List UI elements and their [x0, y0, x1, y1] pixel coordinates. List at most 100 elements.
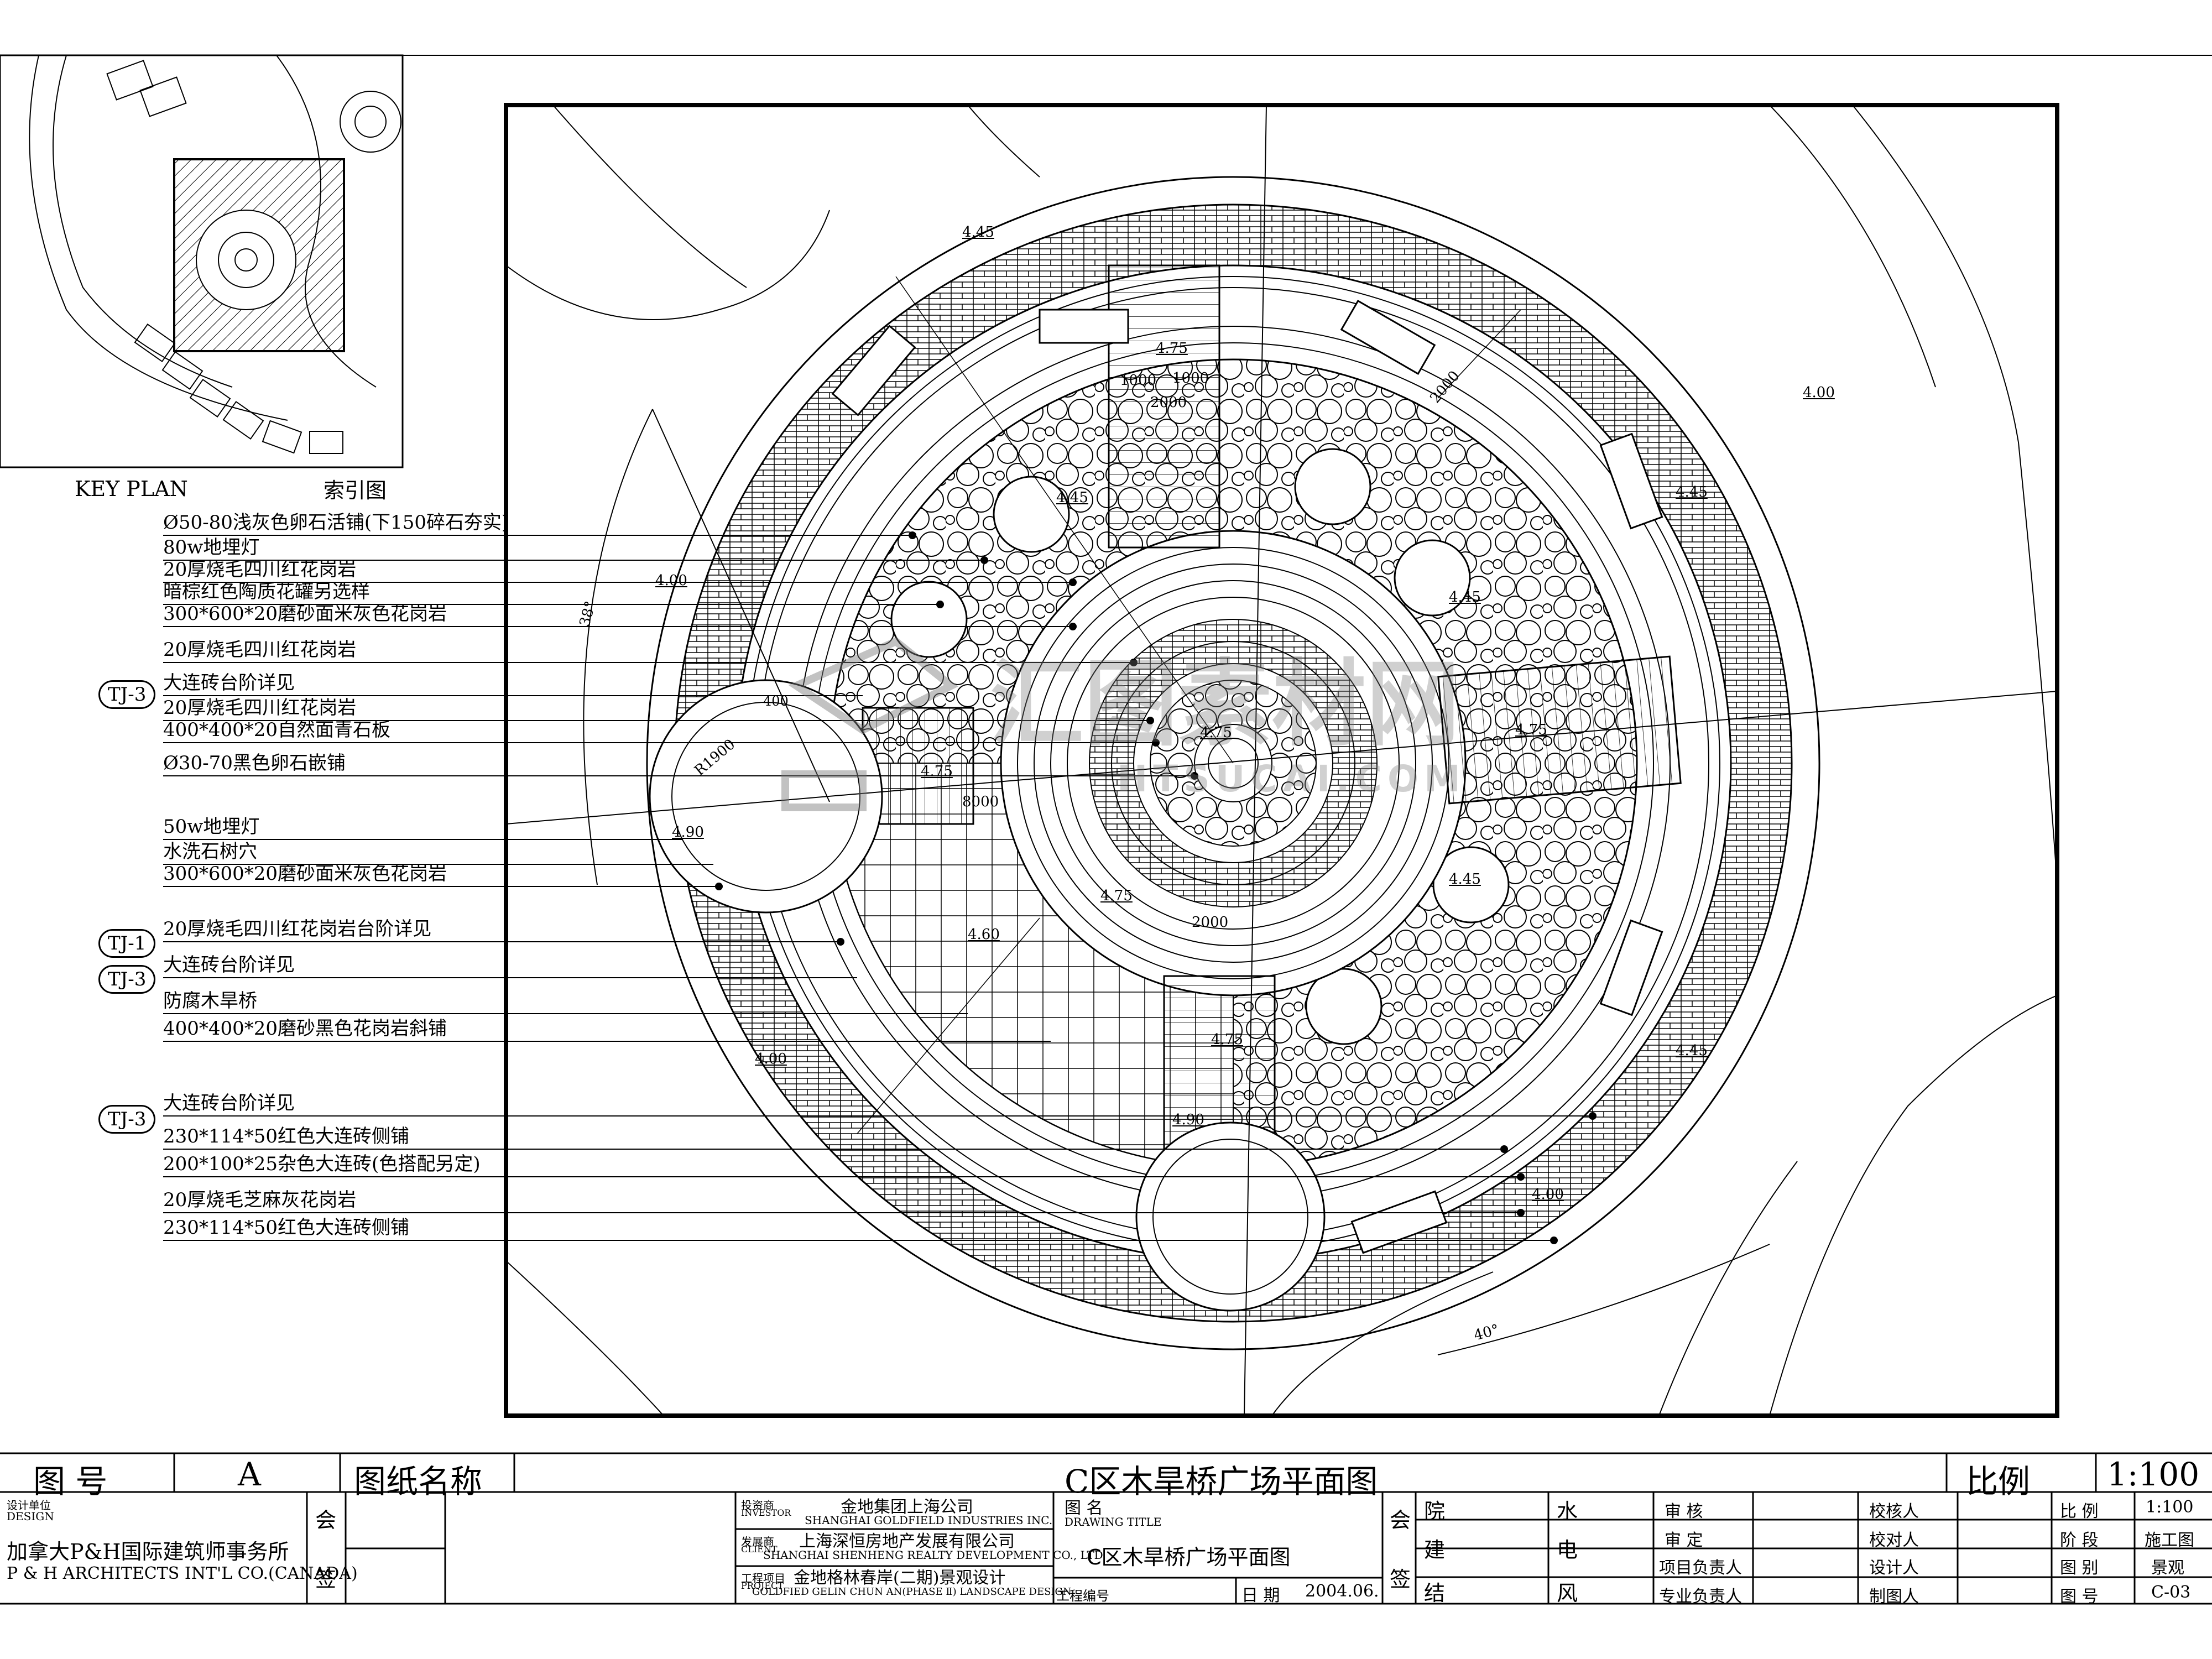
watermark-en: HTSUCAI.COM — [1117, 758, 1466, 800]
elevation-mark: 4.00 — [755, 1051, 787, 1067]
legend-label: 20厚烧毛四川红花岗岩 — [163, 639, 357, 661]
review-label: 项目负责人 — [1659, 1558, 1742, 1578]
drawing-name-label: 图纸名称 — [354, 1463, 483, 1500]
info-label: 图 号 — [2060, 1587, 2099, 1606]
dimension-mark: 400 — [763, 693, 789, 709]
info-value-category: 景观 — [2151, 1558, 2184, 1578]
info-label: 图 别 — [2060, 1558, 2099, 1578]
scale-value: 1:100 — [2107, 1455, 2200, 1493]
project-label-en: PROJECT — [741, 1580, 784, 1591]
key-plan-label-en: KEY PLAN — [75, 477, 188, 501]
legend-label: 400*400*20磨砂黑色花岗岩斜铺 — [163, 1018, 447, 1040]
detail-tag-tj1: TJ-1 — [98, 929, 156, 958]
watermark-logo-icon — [781, 637, 958, 811]
watermark-cn: 汇图素材网 — [990, 650, 1460, 759]
key-plan-map — [0, 54, 404, 468]
client-cn: 上海深恒房地产发展有限公司 — [799, 1532, 1015, 1551]
review-label: 审 核 — [1665, 1502, 1703, 1521]
elevation-mark: 4.75 — [1156, 340, 1188, 357]
job-no-label: 工程编号 — [1056, 1588, 1109, 1604]
elevation-mark: 4.00 — [1803, 384, 1835, 401]
check-label: 设计人 — [1869, 1558, 1919, 1578]
dimension-mark: 8000 — [962, 794, 999, 810]
legend-label: 80w地埋灯 — [163, 536, 260, 559]
legend-label: 大连砖台阶详见 — [163, 954, 295, 976]
design-unit-label-en: DESIGN — [7, 1510, 54, 1523]
client-label-cn: 发展商 — [741, 1535, 774, 1548]
review-label: 专业负责人 — [1659, 1587, 1742, 1606]
dimension-mark: 2000 — [1150, 394, 1187, 411]
detail-tag-tj3: TJ-3 — [98, 680, 156, 709]
dimension-mark: 1000 — [1120, 372, 1157, 389]
investor-label-cn: 投资商 — [741, 1499, 774, 1512]
legend-label: 暗棕红色陶质花罐另选样 — [163, 581, 370, 603]
sign-feng: 风 — [1557, 1581, 1578, 1605]
legend-label: 20厚烧毛四川红花岗岩 — [163, 559, 357, 581]
date-label: 日 期 — [1241, 1586, 1280, 1605]
legend-label: 大连砖台阶详见 — [163, 1092, 295, 1114]
elevation-mark: 4.75 — [1100, 888, 1133, 904]
check-label: 校核人 — [1869, 1502, 1919, 1521]
drawing-no-label: 图 号 — [33, 1463, 108, 1500]
sign-yuan: 院 — [1424, 1499, 1446, 1524]
project-cn: 金地格林春岸(二期)景观设计 — [794, 1568, 1006, 1588]
sign-dian: 电 — [1557, 1538, 1578, 1562]
detail-tag-tj3: TJ-3 — [98, 965, 156, 994]
legend-label: Ø50-80浅灰色卵石活铺(下150碎石夯实) — [163, 512, 509, 534]
key-plan-label-cn: 索引图 — [324, 478, 387, 503]
elevation-mark: 4.45 — [962, 224, 994, 241]
legend-label: 230*114*50红色大连砖侧铺 — [163, 1217, 410, 1239]
elevation-mark: 4.75 — [921, 763, 953, 780]
elevation-mark: 4.75 — [1515, 722, 1547, 738]
info-label: 比 例 — [2060, 1502, 2099, 1521]
drawing-no-value: A — [238, 1455, 261, 1493]
title-value: C区木旱桥广场平面图 — [1087, 1545, 1291, 1569]
legend-label: 400*400*20自然面青石板 — [163, 719, 391, 741]
legend-label: 防腐木旱桥 — [163, 990, 257, 1012]
detail-tag-tj3: TJ-3 — [98, 1105, 156, 1134]
investor-en: SHANGHAI GOLDFIELD INDUSTRIES INC. — [805, 1514, 1053, 1527]
info-label: 阶 段 — [2060, 1531, 2099, 1550]
project-label-cn: 工程项目 — [741, 1572, 785, 1585]
countersign-qian: 签 — [315, 1567, 337, 1592]
title-block-grid — [0, 1452, 2212, 1605]
project-en: GOLDFIED GELIN CHUN AN(PHASE Ⅱ) LANDSCAP… — [752, 1586, 1072, 1598]
elevation-mark: 4.45 — [1449, 589, 1481, 606]
date-value: 2004.06. — [1305, 1582, 1379, 1601]
sign-jie: 结 — [1424, 1581, 1446, 1605]
info-value-stage: 施工图 — [2145, 1531, 2194, 1550]
design-unit-label-cn: 设计单位 — [7, 1499, 51, 1512]
elevation-mark: 4.90 — [672, 824, 704, 841]
sign-shui: 水 — [1557, 1499, 1578, 1524]
elevation-mark: 4.90 — [1172, 1112, 1204, 1128]
elevation-mark: 4.60 — [968, 926, 1000, 943]
legend-label: 230*114*50红色大连砖侧铺 — [163, 1125, 410, 1147]
legend-label: 20厚烧毛四川红花岗岩 — [163, 697, 357, 719]
info-value-number: C-03 — [2151, 1583, 2191, 1602]
countersign-hui: 会 — [1390, 1508, 1411, 1532]
elevation-mark: 4.45 — [1056, 489, 1088, 506]
title-label-en: DRAWING TITLE — [1065, 1515, 1162, 1528]
legend-label: Ø30-70黑色卵石嵌铺 — [163, 752, 346, 774]
legend-label: 300*600*20磨砂面米灰色花岗岩 — [163, 863, 447, 885]
legend-label: 300*600*20磨砂面米灰色花岗岩 — [163, 603, 447, 625]
sign-jian: 建 — [1424, 1538, 1446, 1562]
drawing-frame — [504, 103, 2059, 1418]
design-firm-en: P & H ARCHITECTS INT'L CO.(CANADA) — [7, 1564, 358, 1583]
client-label-en: CLIENT — [741, 1544, 778, 1554]
check-label: 校对人 — [1869, 1531, 1919, 1550]
scale-label: 比例 — [1966, 1463, 2031, 1500]
legend-label: 50w地埋灯 — [163, 816, 260, 838]
investor-label-en: INVESTOR — [741, 1507, 791, 1518]
countersign-qian: 签 — [1390, 1567, 1411, 1592]
elevation-mark: 4.00 — [655, 572, 687, 589]
info-value-scale: 1:100 — [2146, 1498, 2194, 1517]
legend-label: 大连砖台阶详见 — [163, 672, 295, 694]
review-label: 审 定 — [1665, 1531, 1703, 1550]
elevation-mark: 4.45 — [1449, 871, 1481, 888]
drawing-name-value: C区木旱桥广场平面图 — [1065, 1463, 1378, 1500]
title-label-cn: 图 名 — [1065, 1499, 1103, 1518]
legend-label: 水洗石树穴 — [163, 841, 257, 863]
leader-lines — [163, 531, 1597, 1244]
